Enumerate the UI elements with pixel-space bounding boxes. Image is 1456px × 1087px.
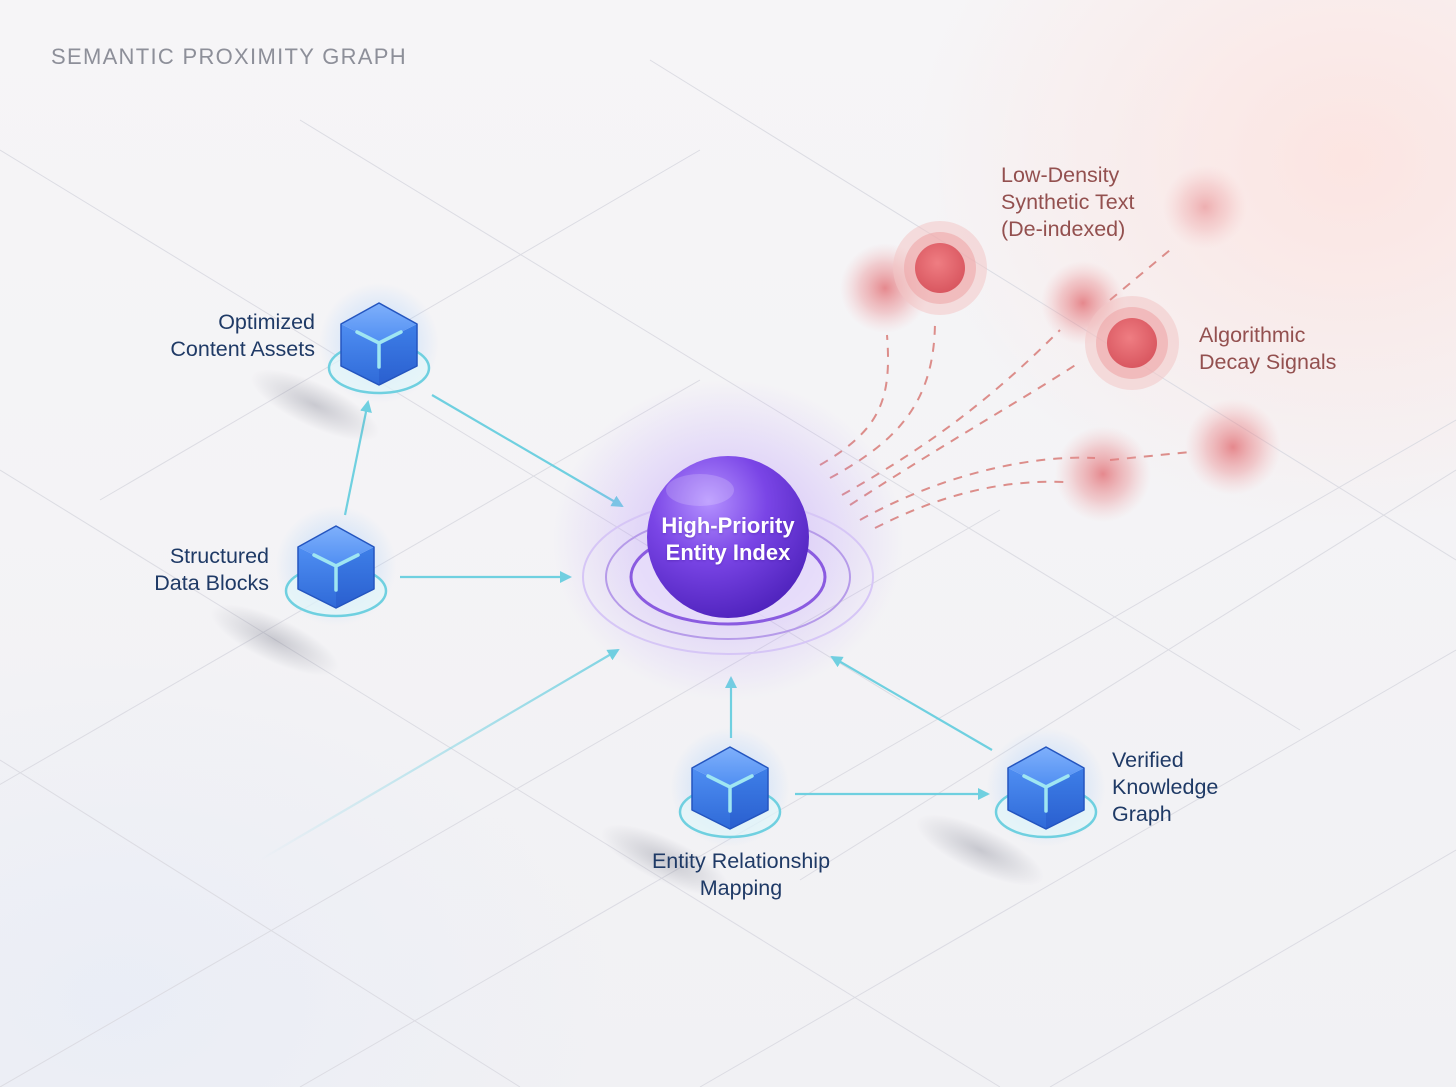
cube-outline bbox=[1007, 746, 1085, 830]
node-label-verified-knowledge-graph: Verified Knowledge Graph bbox=[1112, 747, 1218, 828]
label-line: Entity Relationship bbox=[651, 849, 831, 873]
cube-edge-highlight bbox=[312, 553, 360, 592]
signal-label-low-density: Low-Density Synthetic Text (De-indexed) bbox=[1001, 162, 1134, 243]
decay-blob bbox=[1185, 399, 1281, 495]
cube-outline bbox=[340, 302, 418, 386]
arrow-incoming-to-hub bbox=[259, 648, 620, 861]
cube-node-verified-knowledge-graph bbox=[986, 727, 1106, 847]
decay-blob bbox=[1055, 426, 1151, 522]
hub-label-line: Entity Index bbox=[665, 540, 791, 565]
cube-node-entity-relationship-mapping bbox=[670, 727, 790, 847]
label-line: Algorithmic bbox=[1199, 323, 1306, 347]
label-line: Low-Density bbox=[1001, 163, 1120, 187]
arrow-verified-to-hub bbox=[830, 655, 993, 751]
cube-node-optimized-content-assets bbox=[319, 283, 439, 403]
cube-edge-highlight bbox=[1022, 774, 1070, 813]
cube-node-structured-data-blocks bbox=[276, 506, 396, 626]
hub-entity-index bbox=[553, 380, 903, 700]
decay-node-secondary bbox=[1085, 296, 1179, 390]
hub-label: High-Priority Entity Index bbox=[628, 512, 828, 566]
cube-outline bbox=[691, 746, 769, 830]
label-line: Verified bbox=[1112, 748, 1184, 772]
cube-edge-highlight bbox=[355, 330, 403, 369]
label-line: Optimized bbox=[218, 310, 315, 334]
signal-label-decay: Algorithmic Decay Signals bbox=[1199, 322, 1336, 376]
decay-blob bbox=[1163, 165, 1247, 249]
node-label-structured-data-blocks: Structured Data Blocks bbox=[154, 543, 269, 597]
label-line: (De-indexed) bbox=[1001, 217, 1126, 241]
cube-outline bbox=[297, 525, 375, 609]
decay-signals bbox=[840, 165, 1281, 522]
cube-edge-highlight bbox=[706, 774, 754, 813]
label-line: Synthetic Text bbox=[1001, 190, 1135, 214]
node-label-optimized-content-assets: Optimized Content Assets bbox=[170, 309, 315, 363]
label-line: Knowledge bbox=[1112, 775, 1219, 799]
diagram-title: SEMANTIC PROXIMITY GRAPH bbox=[51, 44, 407, 69]
node-label-entity-relationship-mapping: Entity Relationship Mapping bbox=[621, 848, 861, 902]
node-shadows bbox=[210, 369, 1045, 896]
label-line: Content Assets bbox=[170, 337, 315, 361]
label-line: Structured bbox=[169, 544, 269, 568]
label-line: Decay Signals bbox=[1199, 350, 1337, 374]
label-line: Data Blocks bbox=[154, 571, 269, 595]
decay-node-primary bbox=[893, 221, 987, 315]
hub-sphere bbox=[647, 456, 809, 618]
label-line: Mapping bbox=[699, 876, 783, 900]
label-line: Graph bbox=[1112, 802, 1172, 826]
hub-label-line: High-Priority bbox=[661, 513, 795, 538]
